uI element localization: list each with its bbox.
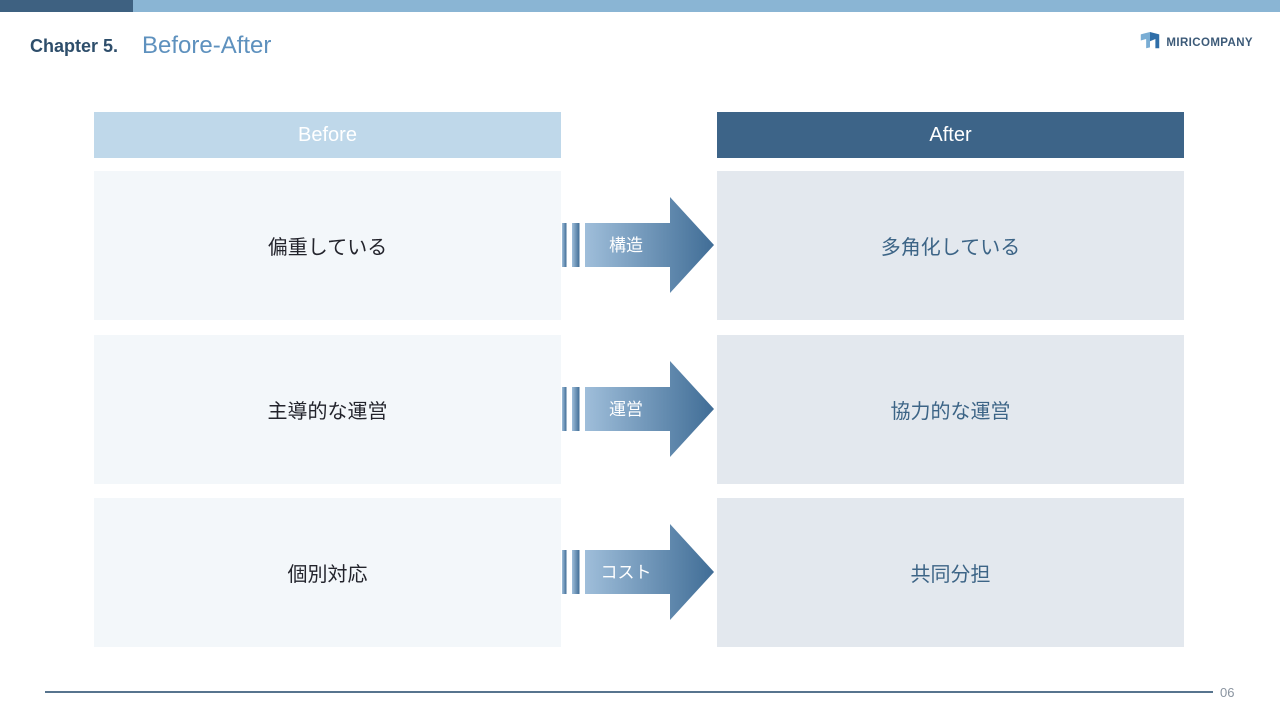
page-title: Before-After [142, 32, 272, 59]
company-logo: MIRICOMPANY [1140, 32, 1253, 54]
chapter-label: Chapter 5. [30, 36, 119, 56]
top-accent-bar-dark-segment [0, 0, 133, 12]
company-name: MIRICOMPANY [1166, 37, 1253, 49]
before-row-3: 個別対応 [94, 498, 561, 647]
before-column-header: Before [94, 112, 561, 158]
arrow-label-1: 構造 [609, 236, 643, 255]
after-row-2: 協力的な運営 [717, 335, 1184, 484]
arrow-structure-icon: 構造 [562, 195, 715, 295]
arrow-cost-icon: コスト [562, 522, 715, 622]
before-row-2: 主導的な運営 [94, 335, 561, 484]
before-row-1: 偏重している [94, 171, 561, 320]
after-column-header: After [717, 112, 1184, 158]
after-row-1: 多角化している [717, 171, 1184, 320]
miricompany-logo-icon [1140, 32, 1160, 54]
page-number: 06 [1220, 685, 1235, 700]
top-accent-bar [0, 0, 1280, 12]
after-row-3: 共同分担 [717, 498, 1184, 647]
arrow-label-3: コスト [601, 563, 652, 582]
top-accent-bar-light-segment [133, 0, 1280, 12]
footer-divider [45, 691, 1213, 693]
arrow-operation-icon: 運営 [562, 359, 715, 459]
arrow-label-2: 運営 [609, 400, 643, 419]
